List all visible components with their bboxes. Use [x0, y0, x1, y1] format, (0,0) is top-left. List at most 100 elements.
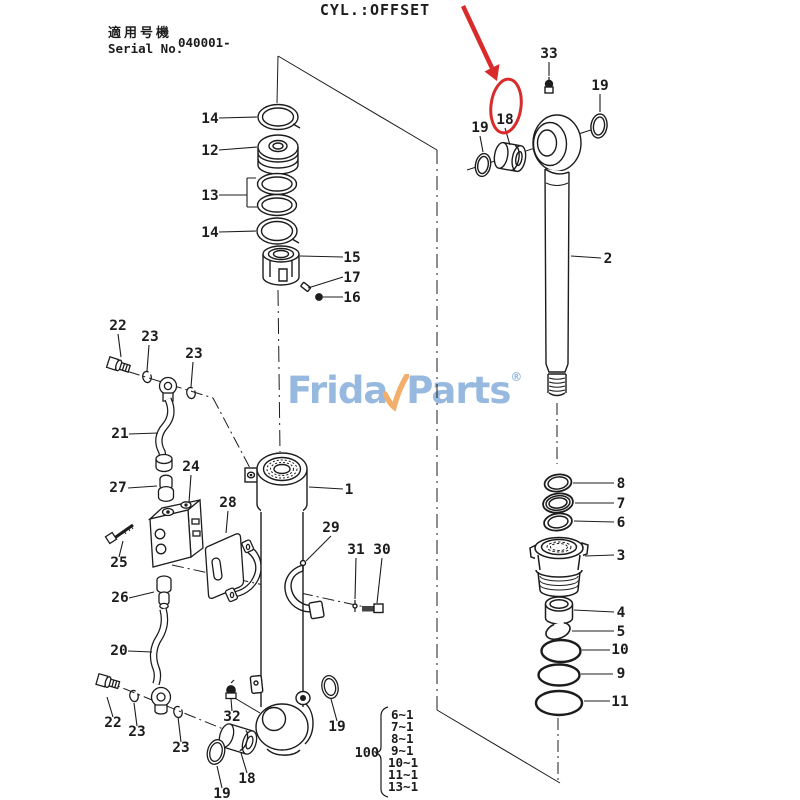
kit-item: 8~1 [391, 731, 414, 746]
part-21-tube [155, 397, 175, 473]
part-19-snap-ring-eye-right [321, 674, 339, 700]
part-23-oring [186, 386, 196, 400]
watermark-logo: Frida Parts ® [287, 369, 523, 414]
drawing-title: CYL.:OFFSET [320, 1, 430, 19]
part-label-23: 23 [172, 740, 189, 756]
part-25-bolt [104, 523, 134, 545]
part-label-10: 10 [611, 642, 628, 658]
part-label-12: 12 [201, 143, 218, 159]
part-label-24: 24 [182, 459, 200, 475]
part-5-backup-ring [545, 621, 571, 641]
part-label-23: 23 [185, 346, 202, 362]
part-19-snap-ring-bottom [206, 739, 226, 765]
part-label-19: 19 [471, 120, 488, 136]
part-26-fitting [156, 575, 172, 610]
highlight-annotation [460, 5, 523, 135]
part-11-oring [534, 689, 584, 717]
highlight-arrow-shaft [460, 5, 495, 69]
serial-label-jp: 適用号機 [108, 25, 172, 41]
part-14-snap-ring-bottom [256, 217, 300, 245]
kit-number: 100 [355, 745, 379, 761]
part-16-ball [315, 293, 323, 301]
kit-item: 6~1 [391, 707, 414, 722]
part-6-seal [543, 512, 573, 532]
leader-lines [106, 62, 615, 789]
watermark-text-right: Parts [406, 369, 511, 412]
part-label-4: 4 [617, 605, 626, 621]
part-label-19: 19 [591, 78, 608, 94]
part-15-nut [262, 245, 300, 286]
serial-number-value: 040001- [178, 35, 231, 50]
part-27-fitting [157, 474, 175, 503]
part-23-oring [173, 705, 183, 719]
part-4-bushing-cup [544, 596, 574, 625]
part-20-tube [149, 608, 172, 715]
part-label-9: 9 [617, 666, 626, 682]
part-label-19: 19 [328, 719, 345, 735]
part-label-2: 2 [604, 251, 613, 267]
part-10-oring [540, 638, 582, 664]
part-label-13: 13 [201, 188, 218, 204]
part-label-11: 11 [611, 694, 629, 710]
part-label-20: 20 [110, 643, 127, 659]
part-label-22: 22 [109, 318, 126, 334]
kit-item: 9~1 [391, 743, 414, 758]
part-17-pin [300, 281, 312, 292]
part-label-30: 30 [373, 542, 390, 558]
highlight-arrowhead-icon [484, 64, 500, 81]
part-23-oring [129, 689, 139, 703]
part-19-snap-ring-left [474, 152, 492, 178]
part-33-grease-fitting [544, 77, 554, 94]
part-1-cylinder-tube [244, 452, 314, 756]
part-12-piston [257, 134, 299, 175]
part-label-21: 21 [111, 426, 129, 442]
part-label-31: 31 [347, 542, 365, 558]
part-30-bolt [362, 603, 384, 614]
part-14-snap-ring-top [257, 103, 301, 131]
part-9-oring [537, 663, 581, 687]
kit-item: 11~1 [388, 767, 418, 782]
part-label-17: 17 [343, 270, 360, 286]
part-8-ring [543, 473, 573, 493]
part-22-plug-bottom [95, 672, 121, 690]
part-22-plug-top [105, 355, 132, 373]
part-label-22: 22 [104, 715, 121, 731]
banjo-elbow-fitting [158, 376, 178, 402]
part-label-23: 23 [128, 724, 145, 740]
part-label-33: 33 [540, 46, 557, 62]
part-label-7: 7 [617, 496, 626, 512]
part-label-15: 15 [343, 250, 360, 266]
part-24-valve-block [147, 498, 204, 568]
kit-item: 7~1 [391, 719, 414, 734]
kit-item: 13~1 [388, 779, 418, 794]
service-kit-group: 100 6~1 7~1 8~1 9~1 10~1 11~1 13~1 [355, 706, 418, 798]
highlight-circle [489, 77, 523, 135]
part-label-27: 27 [109, 480, 126, 496]
part-32-grease-fitting [225, 679, 237, 700]
part-label-18-highlighted: 18 [496, 112, 513, 128]
part-label-14: 14 [201, 111, 219, 127]
part-29-clamp-band [284, 559, 325, 620]
kit-brace [375, 706, 389, 798]
part-label-25: 25 [110, 555, 127, 571]
part-19-snap-ring-right [590, 113, 608, 139]
kit-item: 10~1 [388, 755, 418, 770]
part-3-gland [529, 536, 589, 598]
part-label-14: 14 [201, 225, 219, 241]
part-2-rod [532, 114, 582, 397]
part-label-16: 16 [343, 290, 360, 306]
part-label-26: 26 [111, 590, 128, 606]
part-label-1: 1 [345, 482, 354, 498]
part-7-seal [542, 492, 574, 514]
part-label-5: 5 [617, 624, 626, 640]
part-label-23: 23 [141, 329, 158, 345]
part-18-bushing-bottom [218, 723, 258, 755]
part-13-ring-pair [256, 172, 298, 217]
registered-mark: ® [510, 370, 523, 384]
part-label-32: 32 [223, 709, 240, 725]
part-18-bushing-highlighted [493, 141, 527, 173]
part-31-washer [352, 600, 358, 612]
part-label-29: 29 [322, 520, 339, 536]
